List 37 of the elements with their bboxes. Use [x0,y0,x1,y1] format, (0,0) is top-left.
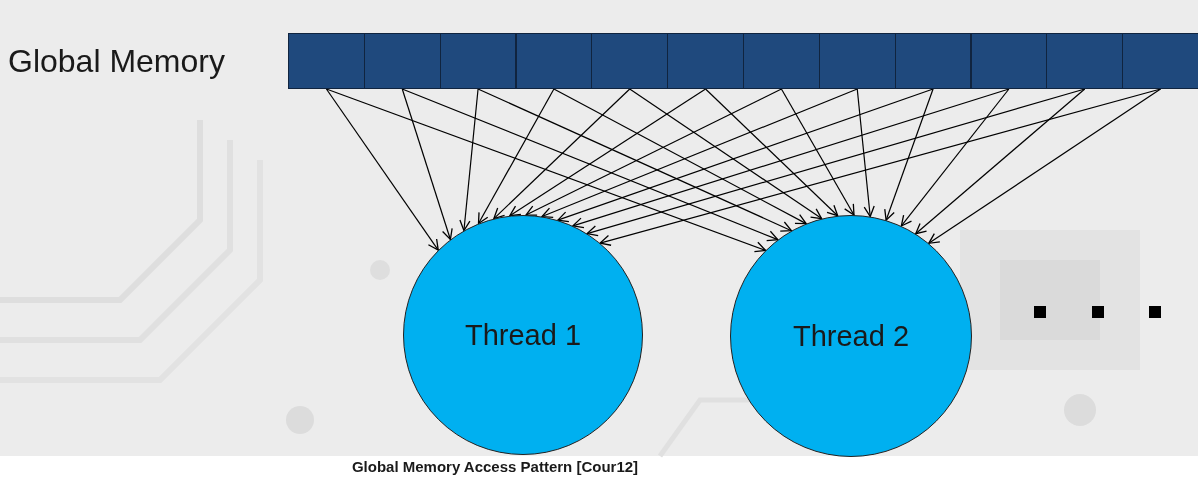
memory-cell [1122,33,1198,89]
arrow [493,88,631,220]
arrow [541,88,858,219]
arrow [780,88,855,216]
memory-cell [515,33,593,89]
memory-cell [363,33,441,89]
arrow [900,88,1010,227]
arrow [477,88,793,232]
memory-cell [439,33,517,89]
arrow [325,88,439,251]
memory-cell [818,33,896,89]
arrow [325,88,767,253]
arrow [401,88,779,242]
arrow [586,88,1086,237]
arrow [704,88,839,217]
memory-cell [743,33,820,89]
memory-cell [1046,33,1124,89]
arrow [459,88,479,232]
arrow [572,88,1010,229]
arrow [928,88,1162,244]
arrow [884,88,934,221]
arrow [915,88,1086,235]
memory-cell [288,33,365,89]
arrow [509,88,707,217]
arrow [525,88,782,216]
arrow [557,88,934,223]
caption: Global Memory Access Pattern [Cour12] [350,458,640,475]
arrow [553,88,807,225]
arrow [477,88,555,225]
memory-cell [591,33,669,89]
memory-cell [667,33,744,89]
memory-cell [894,33,972,89]
arrow [401,88,453,241]
array-label: Global Memory [8,43,225,80]
arrow [856,88,875,218]
arrow [629,88,823,220]
memory-cell [970,33,1048,89]
